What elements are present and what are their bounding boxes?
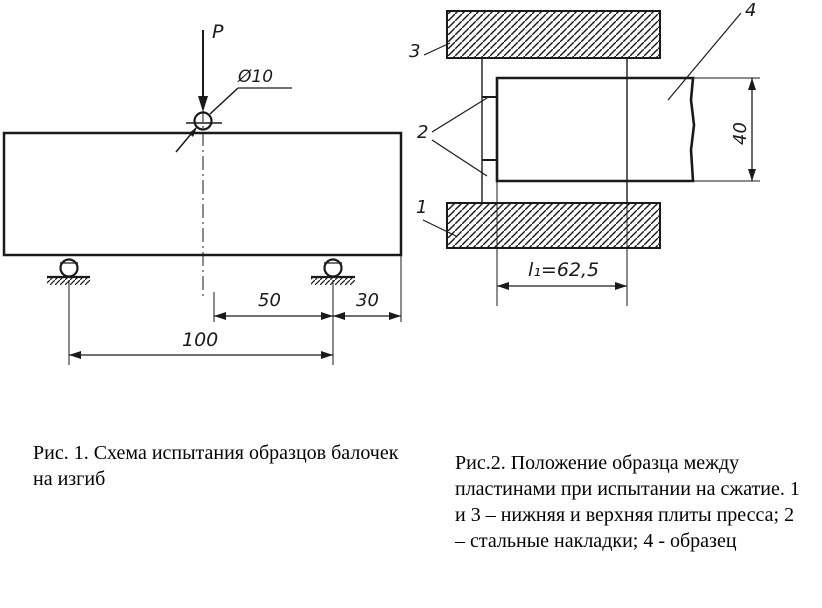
label-steel-pads: 2 <box>417 122 428 143</box>
dimension-length <box>496 181 628 306</box>
top-roller <box>186 111 222 131</box>
extension-lines <box>68 255 402 365</box>
bending-test-diagram: P Ø10 50 <box>2 21 403 365</box>
load-arrow <box>198 30 208 112</box>
diameter-label: Ø10 <box>237 67 273 87</box>
lower-press-plate <box>446 202 661 249</box>
dimension-line-half <box>214 312 333 320</box>
diameter-leader <box>175 87 292 153</box>
dimension-half-label: 50 <box>258 290 281 311</box>
dimension-length-label: l₁=62,5 <box>528 259 599 281</box>
figure-2-caption: Рис.2. Положение образца между пластинам… <box>455 452 800 552</box>
dimension-height-label: 40 <box>730 122 751 145</box>
label-lower-plate: 1 <box>416 197 427 218</box>
dimension-span-label: 100 <box>182 329 218 351</box>
pad-guides <box>481 58 628 203</box>
specimen <box>495 76 696 183</box>
dimension-height <box>693 77 760 182</box>
label-specimen: 4 <box>745 0 756 21</box>
load-label: P <box>212 21 224 43</box>
figure-1-caption: Рис. 1. Схема испытания образцов балочек… <box>33 442 399 490</box>
dimension-overhang-label: 30 <box>356 290 379 311</box>
dimension-line-span <box>69 351 333 359</box>
label-upper-plate: 3 <box>409 41 420 62</box>
dimension-line-overhang <box>333 312 401 320</box>
pad-leaders <box>431 97 488 177</box>
steel-pads <box>482 96 497 161</box>
compression-test-diagram: 3 4 2 1 40 l₁=62,5 <box>409 0 760 306</box>
upper-press-plate <box>446 10 661 59</box>
